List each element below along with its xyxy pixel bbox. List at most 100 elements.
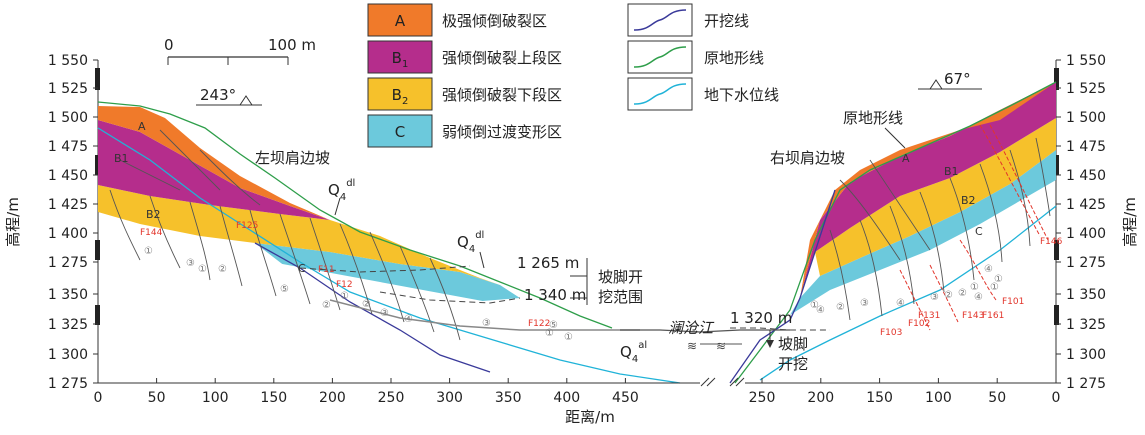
legend-zone-label: 强倾倒破裂下段区 [442, 86, 562, 104]
x-tick-left: 150 [260, 390, 287, 406]
terrain-annotation: 原地形线 [843, 109, 903, 127]
rock-unit-left: ② [322, 300, 331, 311]
left-tick-label: 1 350 [48, 287, 88, 303]
q4dl-mid: Q4dl [457, 230, 485, 269]
rock-unit-left: ② [362, 299, 371, 310]
right-tick-label: 1 525 [1066, 81, 1106, 97]
x-tick-right: 100 [925, 390, 952, 406]
legend-zone-label: 弱倾倒过渡变形区 [442, 123, 562, 141]
right-slope-label: 右坝肩边坡 [770, 149, 845, 167]
left-tick-label: 1 275 [48, 255, 88, 271]
svg-text:Q4al: Q4al [620, 340, 647, 365]
left-excavation-line [254, 242, 491, 373]
x-tick-left: 450 [612, 390, 639, 406]
rock-unit-left: ③ [380, 308, 389, 319]
right-tick-label: 1 550 [1066, 53, 1106, 69]
legend-zone-label: 强倾倒破裂上段区 [442, 49, 562, 67]
rock-unit-left: ① [564, 332, 573, 343]
left-zone-b1 [98, 120, 330, 220]
fault-label-right: F103 [880, 328, 902, 338]
rock-unit-right: ① [990, 282, 999, 293]
river-label: 澜沧江 [668, 319, 715, 337]
right-tick-label: 1 425 [1066, 197, 1106, 213]
elev-1320: 1 320 m [730, 309, 792, 327]
legend-line-label: 开挖线 [704, 12, 749, 30]
x-tick-left: 250 [378, 390, 405, 406]
left-tick-label: 1 325 [48, 317, 88, 333]
rock-unit-right: ④ [896, 298, 905, 309]
rock-unit-right: ② [958, 288, 967, 299]
right-label-a: A [902, 152, 910, 165]
right-tick-label: 1 350 [1066, 287, 1106, 303]
legend-line-label: 地下水位线 [704, 86, 779, 104]
fault-label-right: F131 [918, 311, 940, 321]
right-zone-c [790, 150, 1056, 315]
fault-label-right: F102 [908, 319, 930, 329]
legend-swatch [367, 77, 433, 111]
rock-unit-left: ④ [404, 314, 413, 325]
left-tick-label: 1 525 [48, 81, 88, 97]
right-tick-label: 1 450 [1066, 168, 1106, 184]
legend-zone-label: 极强倾倒破裂区 [442, 12, 547, 30]
x-tick-left: 100 [202, 390, 229, 406]
x-tick-left: 50 [148, 390, 166, 406]
x-tick-left: 400 [553, 390, 580, 406]
right-zone-b1 [800, 82, 1056, 298]
x-tick-left: 0 [94, 390, 103, 406]
fault-label-right: F101 [1002, 297, 1024, 307]
fault-label-left: F12 [336, 280, 353, 290]
right-tick-label: 1 325 [1066, 317, 1106, 333]
left-label-b2: B2 [146, 208, 161, 221]
right-label-b2: B2 [961, 194, 976, 207]
legend-code: C [395, 123, 405, 141]
rock-unit-left: ③ [186, 258, 195, 269]
rock-unit-right: ③ [930, 292, 939, 303]
orientation-left: 243° [196, 86, 262, 106]
right-label-c: C [975, 225, 983, 238]
svg-text:≋: ≋ [716, 339, 726, 353]
rock-unit-left: ② [218, 264, 227, 275]
left-zone-b2 [98, 185, 500, 285]
left-tick-label: 1 475 [48, 139, 88, 155]
rock-unit-right: ① [810, 300, 819, 311]
right-slope [729, 81, 1057, 384]
x-axis-label: 距离/m [565, 408, 615, 426]
right-groundwater-line [759, 205, 1057, 381]
right-zone-b2 [815, 118, 1056, 276]
q4al-label: Q4al [620, 340, 647, 365]
rock-unit-left: ① [545, 328, 554, 339]
river-section: ≋ ≋ [620, 329, 790, 387]
left-label-b1: B1 [114, 152, 129, 165]
left-tick-label: 1 400 [48, 226, 88, 242]
x-tick-right: 0 [1052, 390, 1061, 406]
rock-unit-left: ① [144, 246, 153, 257]
legend-line-box [627, 77, 693, 111]
svg-text:Q4dl: Q4dl [328, 178, 355, 203]
toe-range-line1: 坡脚开 [598, 268, 643, 286]
right-tick-label: 1 400 [1066, 226, 1106, 242]
left-terrain-line [97, 101, 613, 329]
svg-text:≋: ≋ [687, 339, 697, 353]
fault-label-left: F144 [140, 228, 163, 238]
rock-unit-left: ⑤ [549, 320, 558, 331]
fault-label-left: F11 [318, 265, 335, 275]
left-slope [97, 101, 681, 384]
left-zone-a [98, 106, 330, 220]
left-groundwater-line [97, 127, 681, 384]
x-tick-left: 300 [436, 390, 463, 406]
rock-unit-left: ⑤ [280, 284, 289, 295]
legend-swatch [367, 114, 433, 148]
x-tick-left: 200 [319, 390, 346, 406]
fault-label-right: F161 [982, 311, 1004, 321]
left-axis-label: 高程/m [4, 197, 22, 247]
legend-line-sample [633, 46, 687, 68]
orientation-right: 67° [918, 70, 982, 90]
toe-exc-line2: 开挖 [778, 355, 808, 373]
toe-range-line2: 挖范围 [598, 288, 643, 306]
rock-unit-right: ④ [974, 292, 983, 303]
